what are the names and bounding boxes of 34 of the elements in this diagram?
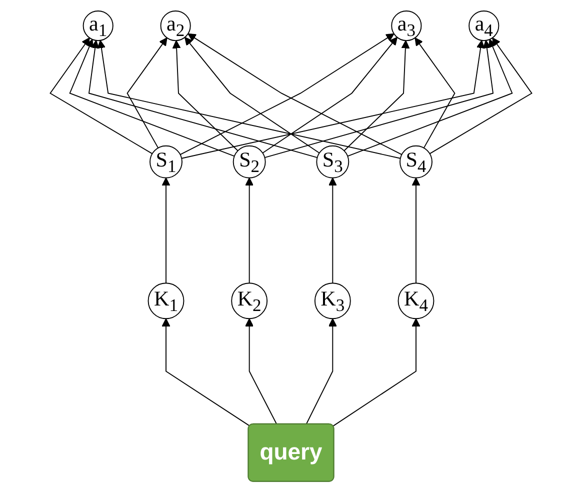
arrow <box>414 37 456 148</box>
node-circle: S$_{1}$ <box>150 145 182 178</box>
node-circle: S$_{3}$ <box>316 145 350 178</box>
node-circle: S$_{4}$ <box>400 145 432 178</box>
arrow <box>69 39 235 157</box>
arrow <box>50 37 153 154</box>
arrow <box>245 177 254 284</box>
node-circle: K$_{2}$ <box>231 282 268 320</box>
node-circle: K$_{3}$ <box>314 282 351 320</box>
node-circle: K$_{4}$ <box>398 282 434 320</box>
arrow <box>245 318 278 425</box>
node-circle: S$_{2}$ <box>232 145 266 178</box>
arrow <box>306 318 337 425</box>
arrow <box>126 37 168 148</box>
arrow <box>347 39 513 157</box>
arrow <box>88 40 318 158</box>
arrow <box>262 36 398 154</box>
arrow <box>412 177 420 284</box>
arrow <box>264 40 494 158</box>
arrow <box>172 40 238 152</box>
arrow <box>429 37 532 154</box>
arrow <box>184 36 320 154</box>
node-circle: a$_{4}$ <box>468 10 500 42</box>
arrow <box>97 40 401 159</box>
arrow <box>162 177 170 284</box>
node-circle: a$_{3}$ <box>391 10 422 42</box>
node-circle: a$_{1}$ <box>82 10 114 42</box>
node-circle: K$_{1}$ <box>148 282 184 320</box>
arrow <box>162 318 250 427</box>
arrow <box>344 40 410 152</box>
arrow <box>332 318 420 427</box>
node-circle: a$_{2}$ <box>160 10 191 42</box>
arrow <box>181 40 485 159</box>
arrow <box>328 177 337 284</box>
